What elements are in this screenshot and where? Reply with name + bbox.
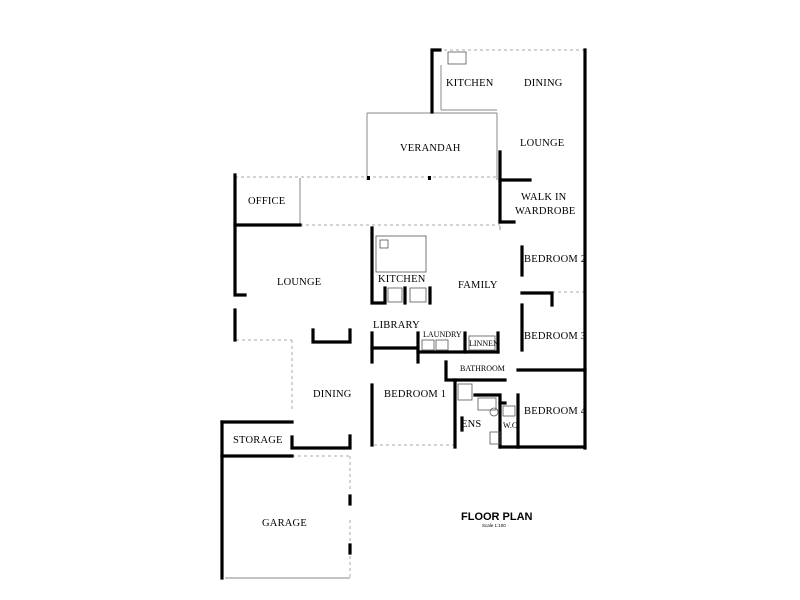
room-label-verandah: VERANDAH — [400, 143, 461, 154]
room-label-bedroom-3: BEDROOM 3 — [524, 331, 586, 342]
room-label-kitchen-upper: KITCHEN — [446, 78, 494, 89]
room-label-walk-in-line1: WALK IN — [521, 192, 567, 203]
plan-scale: Scale 1:100 — [482, 523, 506, 528]
room-label-dining: DINING — [313, 389, 352, 400]
room-label-wc: W.C. — [503, 421, 519, 430]
room-label-walk-in-line2: WARDROBE — [515, 206, 576, 217]
room-label-office: OFFICE — [248, 196, 285, 207]
room-labels: KITCHEN DINING VERANDAH LOUNGE WALK IN W… — [233, 78, 587, 529]
room-label-bedroom-2: BEDROOM 2 — [524, 254, 586, 265]
plan-title: FLOOR PLAN — [461, 511, 533, 523]
room-label-bathroom: BATHROOM — [460, 364, 505, 373]
room-label-linnen: LINNEN — [469, 339, 499, 348]
room-label-dining-upper: DINING — [524, 78, 563, 89]
light-lines — [225, 49, 585, 579]
room-label-family: FAMILY — [458, 280, 498, 291]
room-label-kitchen: KITCHEN — [378, 274, 426, 285]
room-label-bedroom-1: BEDROOM 1 — [384, 389, 446, 400]
room-label-storage: STORAGE — [233, 435, 283, 446]
room-label-ens: ENS — [461, 419, 481, 430]
title-block: FLOOR PLAN Scale 1:100 — [461, 511, 533, 528]
room-label-garage: GARAGE — [262, 518, 307, 529]
room-label-laundry: LAUNDRY — [423, 330, 462, 339]
room-label-lounge: LOUNGE — [277, 277, 321, 288]
room-label-library: LIBRARY — [373, 320, 420, 331]
fixtures — [375, 51, 516, 445]
room-label-lounge-upper: LOUNGE — [520, 138, 564, 149]
room-label-bedroom-4: BEDROOM 4 — [524, 406, 587, 417]
walls — [220, 48, 587, 580]
